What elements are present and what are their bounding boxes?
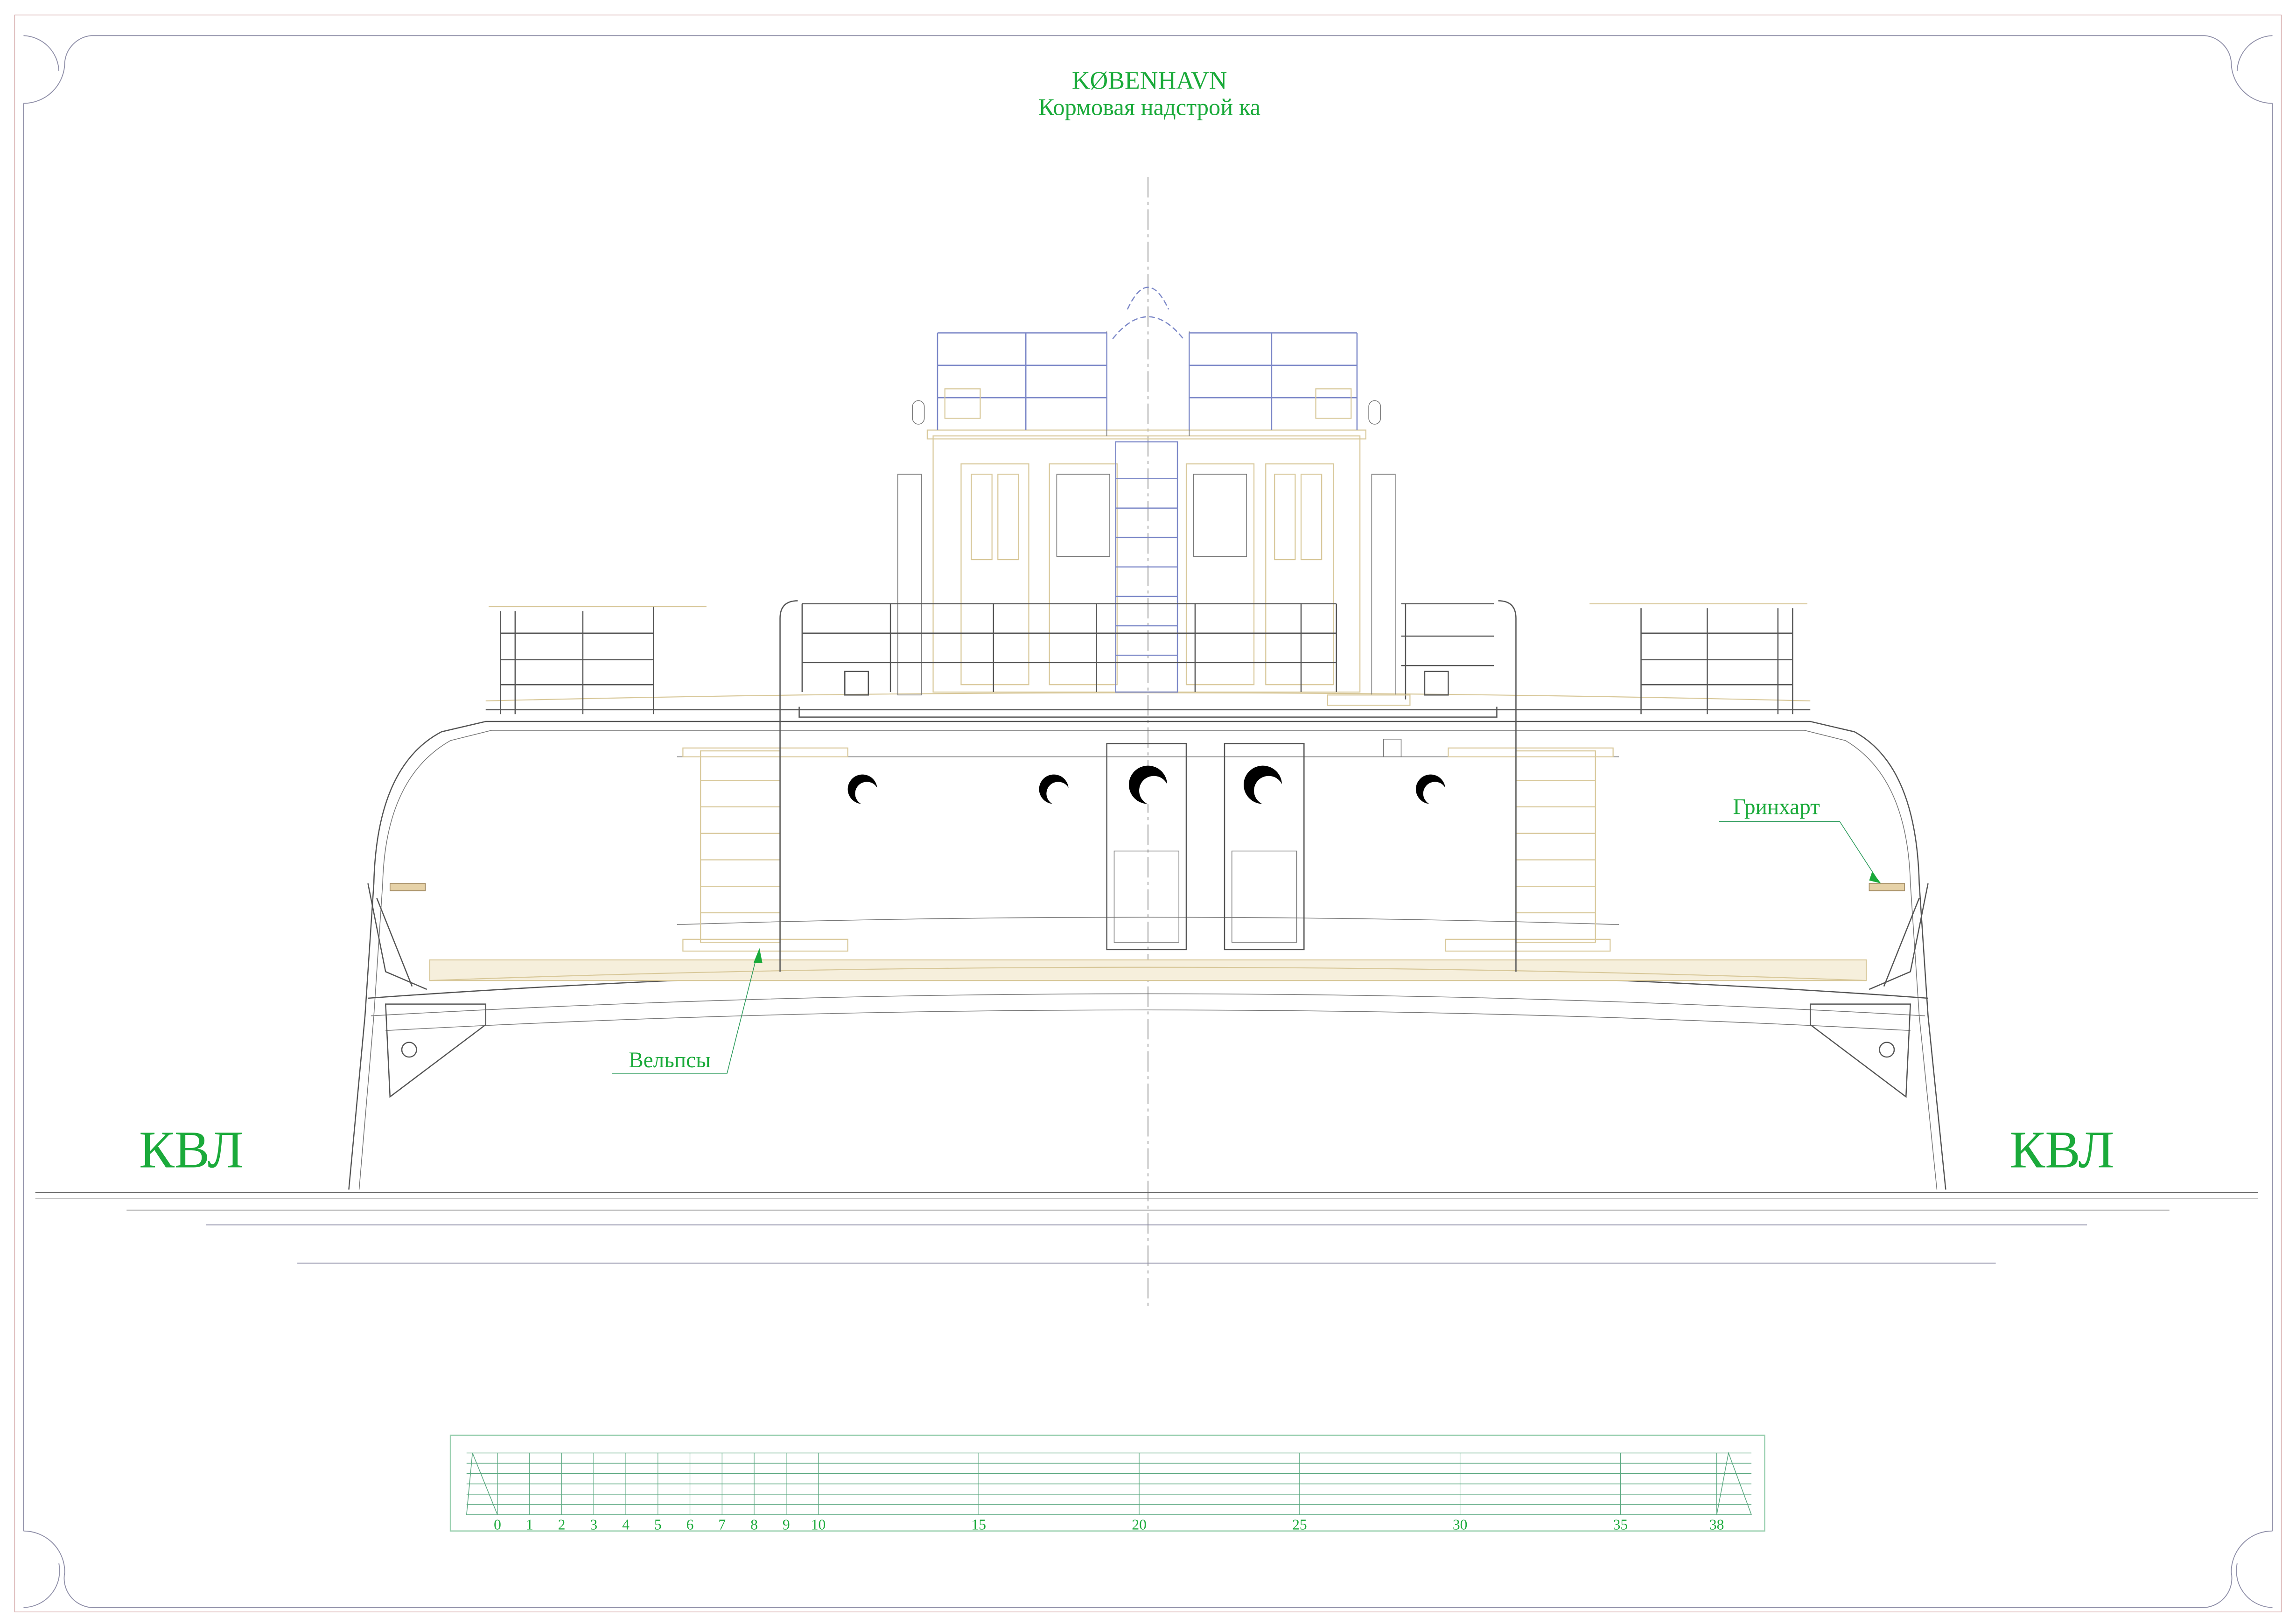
corner-ornament-tr <box>2205 35 2273 104</box>
railing-left <box>489 606 707 714</box>
corner-ornament-tl <box>23 35 91 104</box>
upper-railing <box>937 332 1358 430</box>
scale-tick-label: 4 <box>622 1517 630 1533</box>
scale-tick-label: 38 <box>1709 1517 1724 1533</box>
ship-name-title: KØBENHAVN <box>1072 66 1227 94</box>
scale-tick-label: 6 <box>686 1517 694 1533</box>
greenheart-label: Гринхарт <box>1733 795 1820 819</box>
drawing-subtitle: Кормовая надстрой ка <box>1038 94 1260 120</box>
waterline-label-right: КВЛ <box>2009 1120 2114 1179</box>
waterlines <box>35 1192 2258 1264</box>
scale-tick-label: 30 <box>1453 1517 1468 1533</box>
scale-tick-label: 20 <box>1132 1517 1147 1533</box>
center-ladder <box>1115 441 1178 693</box>
ladder-left <box>682 747 848 952</box>
annotations: КВЛ КВЛ Гринхарт Вельпсы <box>139 795 2114 1179</box>
deck-planking <box>429 959 1867 981</box>
greenheart-fender-left <box>389 883 426 891</box>
scale-tick-label: 2 <box>558 1517 566 1533</box>
leader-arrow <box>753 948 763 963</box>
hull-section <box>348 692 1946 1190</box>
scale-tick-label: 10 <box>811 1517 826 1533</box>
door-left <box>1106 743 1187 951</box>
greenheart-fender-right <box>1869 883 1905 891</box>
scale-tick-label: 0 <box>494 1517 501 1533</box>
deck-railings <box>489 600 1807 972</box>
sheet-frame <box>14 14 2282 1612</box>
deckhouse <box>897 287 1396 696</box>
railing-right <box>1589 603 1807 714</box>
waterline-label-left: КВЛ <box>139 1120 244 1179</box>
scale-tick-label: 3 <box>590 1517 597 1533</box>
scale-bar: 0 1 2 3 4 5 6 7 8 9 10 15 20 25 30 35 38 <box>449 1435 1765 1533</box>
aft-bulkhead <box>677 739 1619 952</box>
scale-tick-label: 25 <box>1292 1517 1307 1533</box>
gusset-plate-left <box>385 1003 487 1098</box>
scale-tick-label: 8 <box>750 1517 758 1533</box>
scale-tick-label: 15 <box>972 1517 987 1533</box>
gusset-plate-right <box>1809 1003 1911 1098</box>
scale-tick-label: 1 <box>526 1517 533 1533</box>
scale-tick-label: 9 <box>783 1517 790 1533</box>
scale-tick-label: 5 <box>654 1517 662 1533</box>
welps-label: Вельпсы <box>629 1048 711 1072</box>
door-right <box>1224 743 1305 951</box>
scale-tick-label: 35 <box>1613 1517 1628 1533</box>
corner-ornament-br <box>2205 1530 2273 1608</box>
corner-ornament-bl <box>23 1530 91 1608</box>
scale-tick-label: 7 <box>718 1517 726 1533</box>
scale-end-marks <box>466 1451 1752 1515</box>
portholes <box>847 765 1447 805</box>
leader-arrow <box>1869 871 1881 883</box>
